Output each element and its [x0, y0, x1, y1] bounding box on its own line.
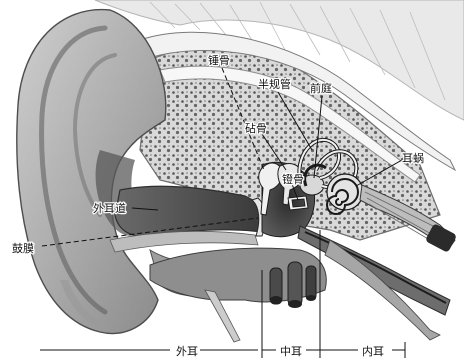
label-stapes: 镫骨 [282, 173, 304, 186]
label-semicircular-canals: 半规管 [258, 77, 291, 91]
label-cochlea: 耳蜗 [402, 152, 424, 165]
label-vestibule: 前庭 [310, 81, 332, 95]
label-incus: 砧骨 [245, 121, 267, 135]
label-malleus: 锤骨 [208, 53, 230, 67]
label-inner-ear: 内耳 [362, 344, 384, 358]
label-middle-ear: 中耳 [280, 345, 302, 358]
label-ear-canal: 外耳道 [93, 201, 126, 215]
label-eardrum: 鼓膜 [12, 241, 34, 255]
label-outer-ear: 外耳 [176, 345, 198, 358]
